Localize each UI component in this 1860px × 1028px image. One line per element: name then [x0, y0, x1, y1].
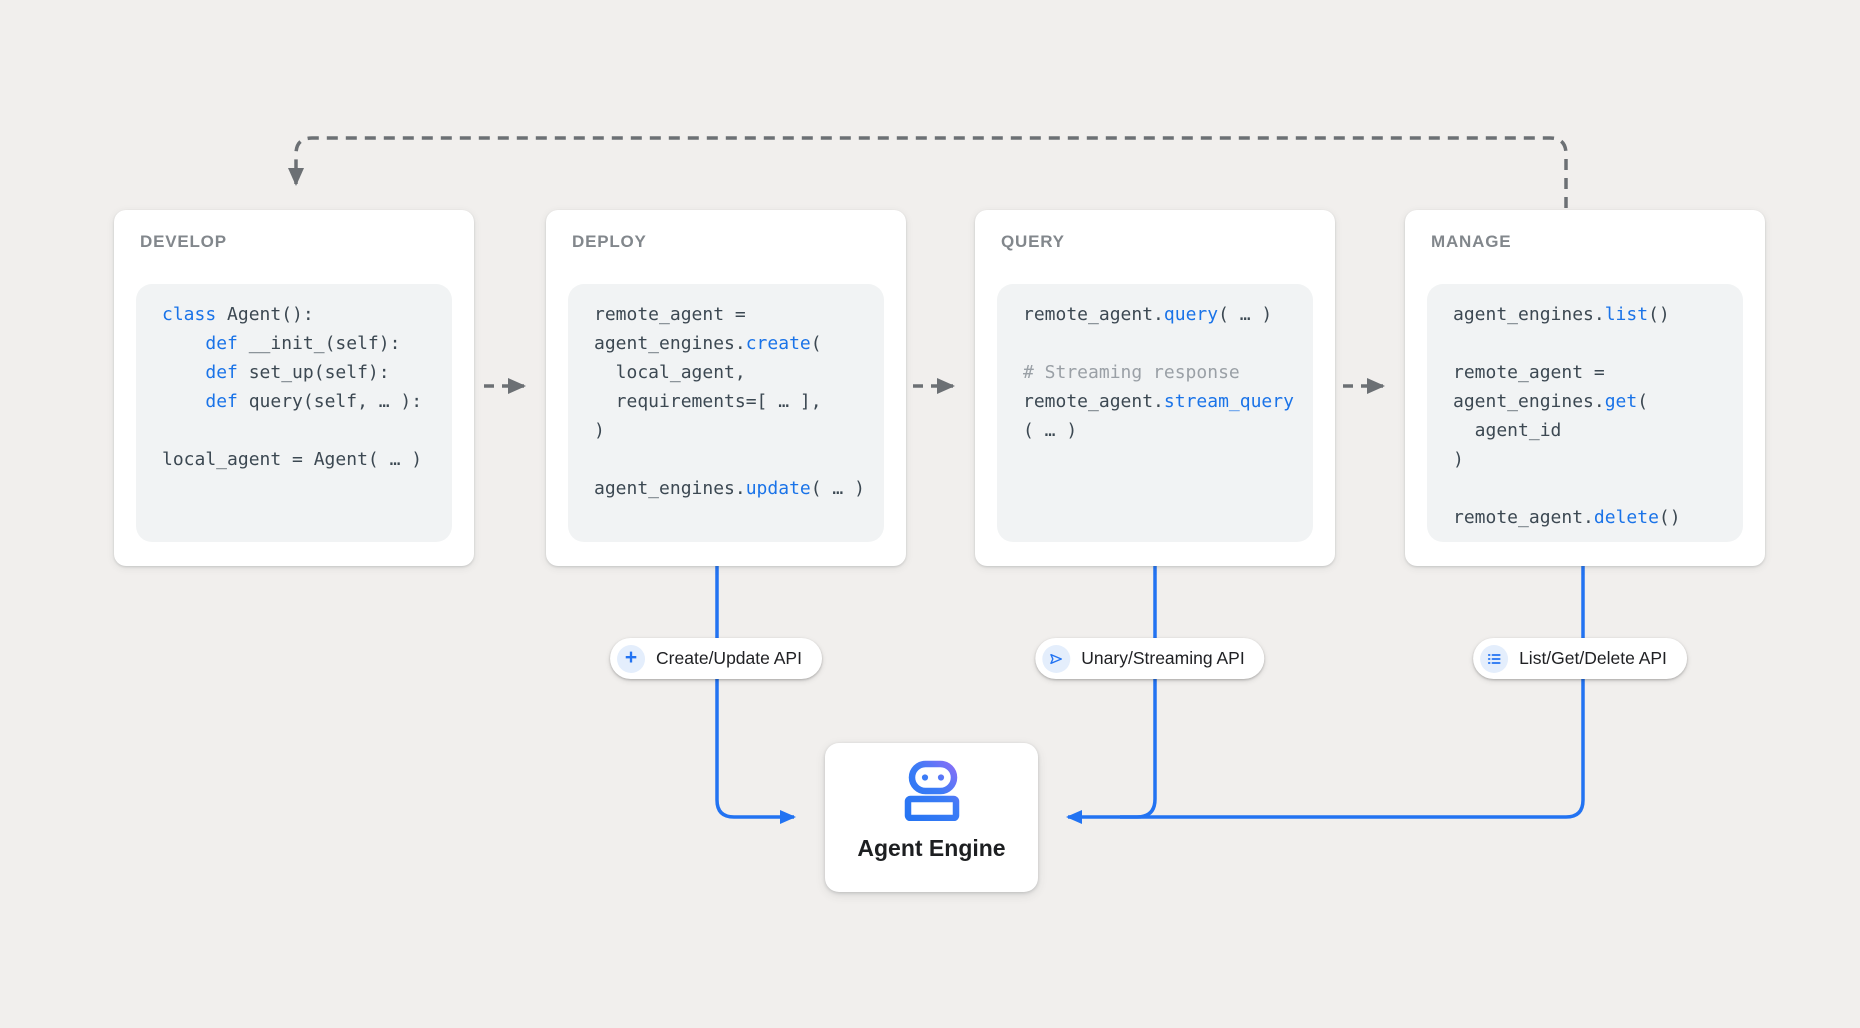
stage-card-title: DEVELOP	[140, 232, 227, 251]
code-block: remote_agent.query( … ) # Streaming resp…	[997, 284, 1313, 542]
agent-engine-node: Agent Engine	[825, 743, 1038, 892]
stage-card-manage: MANAGE agent_engines.list() remote_agent…	[1405, 210, 1765, 566]
list-icon	[1480, 644, 1509, 673]
send-icon	[1042, 644, 1071, 673]
line-deploy-to-engine	[715, 566, 796, 824]
code-block: agent_engines.list() remote_agent =agent…	[1427, 284, 1743, 542]
plus-icon: +	[617, 644, 646, 673]
stage-card-title: MANAGE	[1431, 232, 1512, 251]
loop-arrow-manage-to-develop	[288, 136, 1568, 208]
api-pill-create-update-api: + Create/Update API	[610, 638, 822, 679]
stage-card-deploy: DEPLOY remote_agent =agent_engines.creat…	[546, 210, 906, 566]
api-pill-unary-streaming-api: Unary/Streaming API	[1035, 638, 1265, 679]
line-query-join	[1120, 566, 1157, 819]
api-pill-list-get-delete-api: List/Get/Delete API	[1473, 638, 1687, 679]
stage-card-title: QUERY	[1001, 232, 1065, 251]
robot-icon	[900, 743, 964, 826]
stage-card-develop: DEVELOP class Agent(): def __init_(self)…	[114, 210, 474, 566]
stage-card-title: DEPLOY	[572, 232, 647, 251]
code-block: remote_agent =agent_engines.create( loca…	[568, 284, 884, 542]
agent-engine-label: Agent Engine	[857, 835, 1006, 861]
line-manage-to-engine	[1066, 566, 1585, 824]
code-block: class Agent(): def __init_(self): def se…	[136, 284, 452, 542]
stage-card-query: QUERY remote_agent.query( … ) # Streamin…	[975, 210, 1335, 566]
